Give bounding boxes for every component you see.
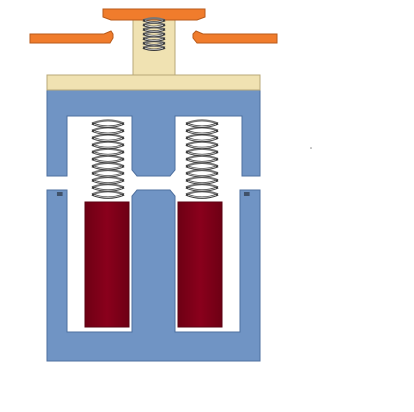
spring-coil-highlight xyxy=(93,130,123,135)
spring-coil-back xyxy=(185,119,219,125)
spring-coil-highlight xyxy=(93,180,123,184)
spring-coil-highlight xyxy=(144,43,164,46)
moving-contact xyxy=(102,8,206,21)
spring-coil-back xyxy=(91,119,125,125)
spring-coil-highlight xyxy=(93,145,123,149)
stray-dot xyxy=(310,147,312,149)
spring-coil-highlight xyxy=(93,194,123,198)
spring-coil-highlight xyxy=(144,29,164,32)
spring-icon xyxy=(91,119,125,199)
spring-coil-highlight xyxy=(93,159,123,163)
air-gap-mark-left: = xyxy=(56,190,64,200)
spring-coil-highlight xyxy=(187,152,217,156)
spring-coil-highlight xyxy=(187,166,217,170)
spring-icon xyxy=(142,17,166,51)
spring-coil-highlight xyxy=(187,194,217,198)
fixed-contact-left xyxy=(29,30,114,44)
spring-coil-highlight xyxy=(93,123,123,127)
spring-coil-highlight xyxy=(187,159,217,163)
spring-coil-highlight xyxy=(93,187,123,191)
spring-coil-highlight xyxy=(144,24,164,28)
spring-icon xyxy=(185,119,219,199)
spring-coil-highlight xyxy=(187,180,217,184)
fixed-contact-right xyxy=(192,30,278,44)
spring-coil-highlight xyxy=(144,34,164,37)
magnetic-core-base xyxy=(46,189,261,362)
spring-coil-highlight xyxy=(144,47,164,51)
spring-coil-highlight xyxy=(187,138,217,142)
spring-coil-highlight xyxy=(187,145,217,149)
armature-plate xyxy=(46,74,261,91)
air-gap-mark-right: = xyxy=(243,190,251,200)
spring-coil-highlight xyxy=(187,173,217,177)
spring-coil-highlight xyxy=(93,166,123,170)
spring-coil-highlight xyxy=(144,38,164,41)
spring-coil-highlight xyxy=(187,130,217,135)
spring-coil-highlight xyxy=(187,123,217,127)
right-coil xyxy=(177,201,223,328)
spring-coil-highlight xyxy=(93,152,123,156)
spring-coil-highlight xyxy=(187,187,217,191)
spring-coil-highlight xyxy=(93,173,123,177)
magnetic-core-housing xyxy=(46,89,261,177)
left-coil xyxy=(84,201,130,328)
spring-coil-highlight xyxy=(93,138,123,142)
spring-coil-highlight xyxy=(144,20,164,23)
